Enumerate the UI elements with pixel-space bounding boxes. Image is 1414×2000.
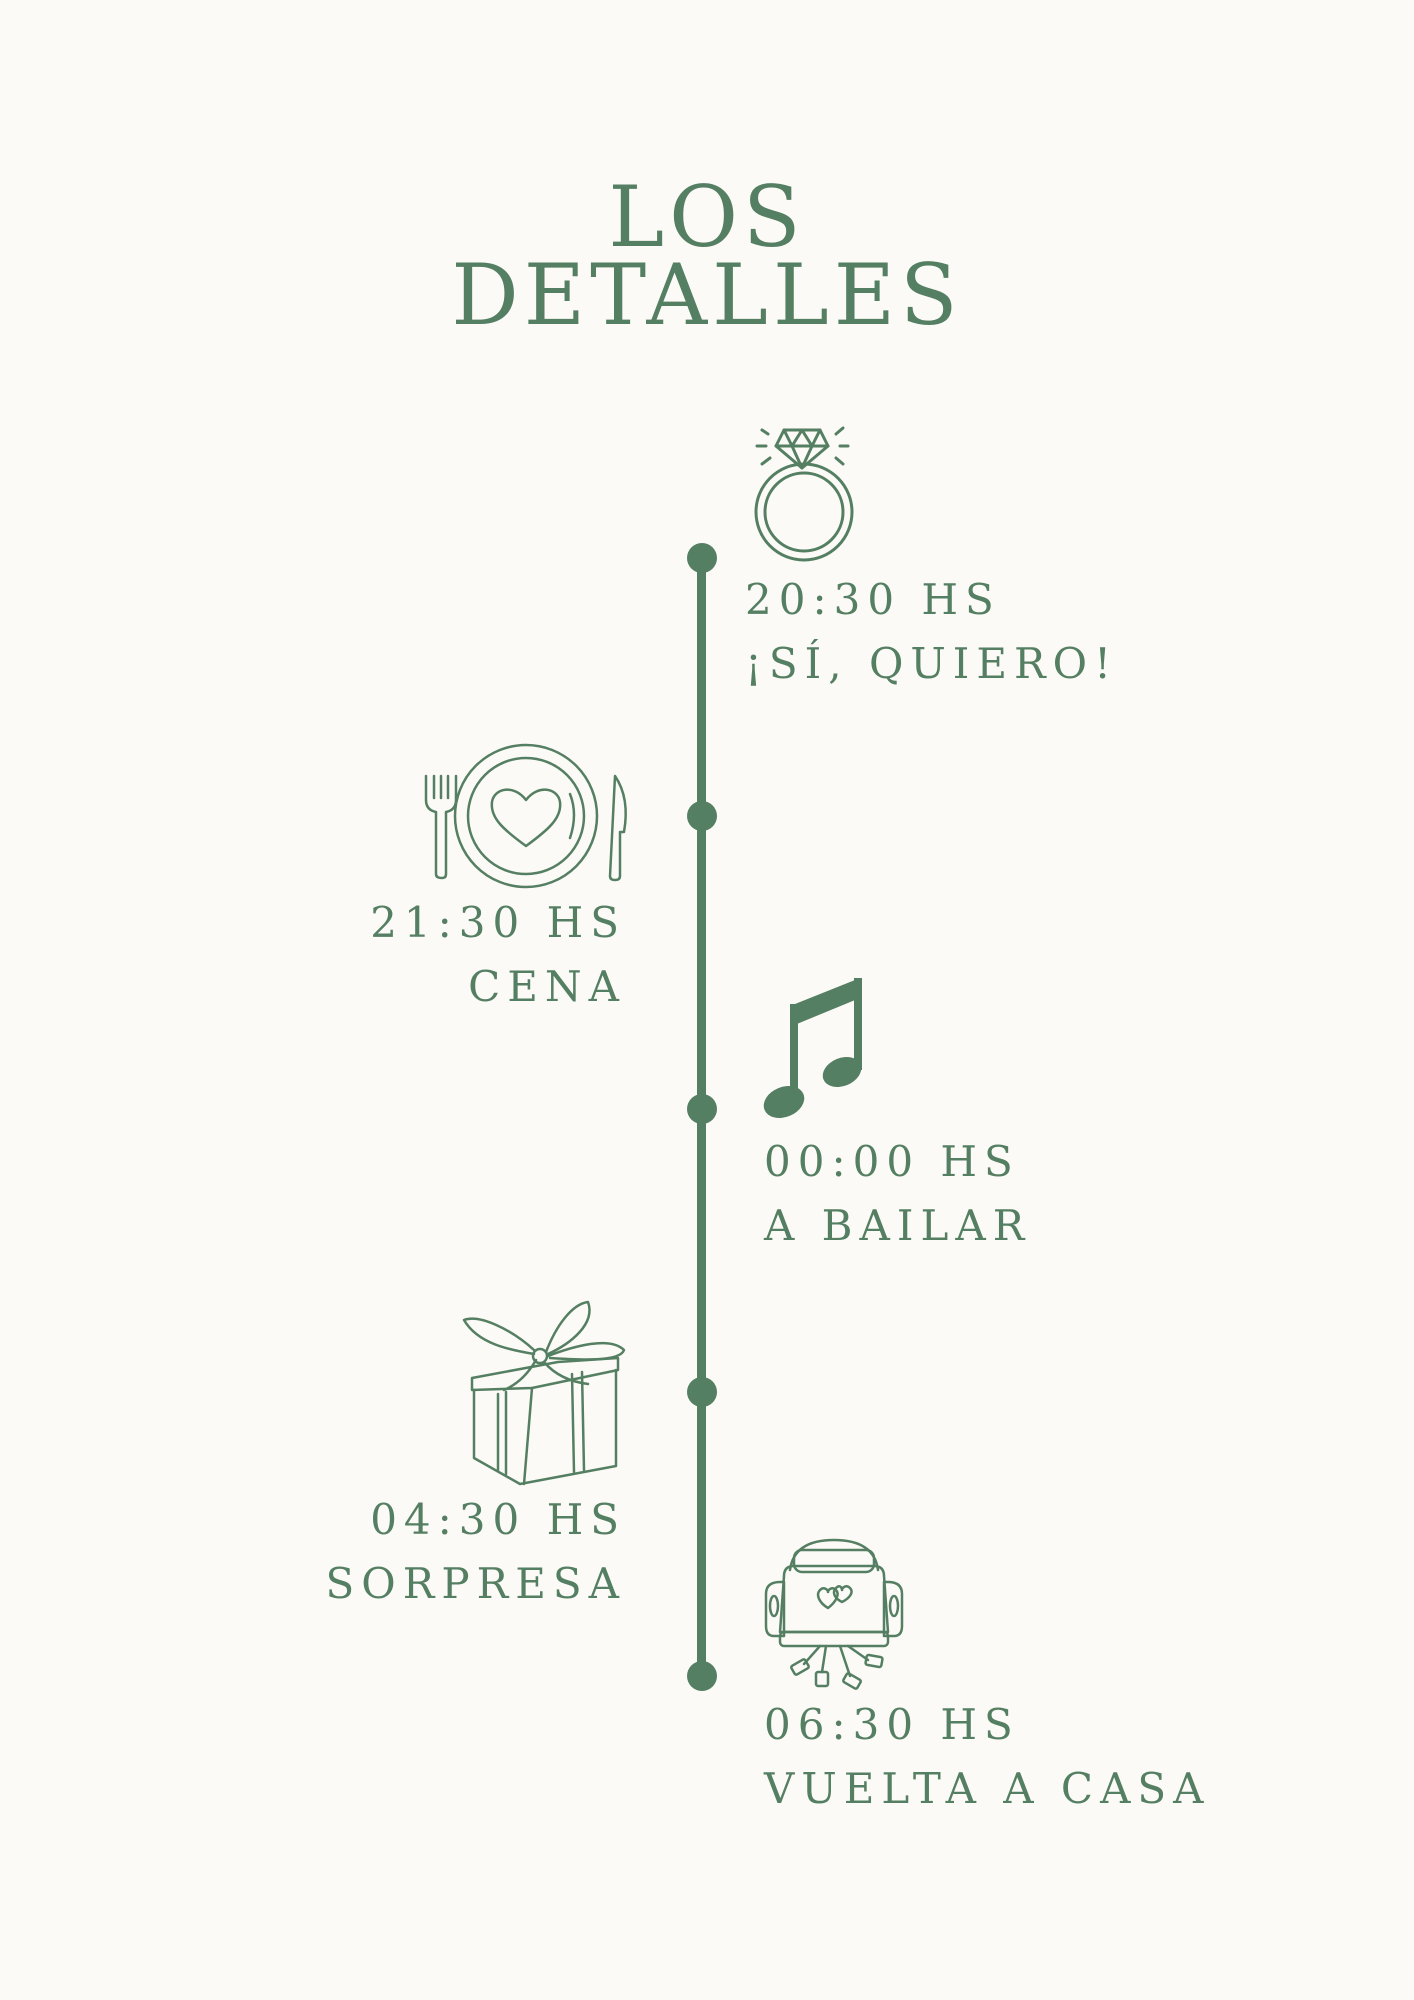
music-note-icon: [763, 976, 874, 1124]
timeline-dot: [687, 801, 717, 831]
timeline-dot: [687, 543, 717, 573]
event-time: 06:30 HS: [764, 1700, 1020, 1749]
plate-cutlery-icon: [420, 742, 630, 890]
event-time: 20:30 HS: [745, 575, 1001, 624]
event-3: 00:00 HS A BAILAR: [764, 1130, 1031, 1258]
ring-icon: [748, 420, 860, 562]
timeline-dot: [687, 1377, 717, 1407]
timeline-dot: [687, 1094, 717, 1124]
wedding-car-icon: [764, 1536, 904, 1692]
event-1: 20:30 HS ¡SÍ, QUIERO!: [745, 568, 1118, 696]
event-4: 04:30 HS SORPRESA: [326, 1488, 626, 1616]
event-label: SORPRESA: [325, 1559, 626, 1608]
event-label: VUELTA A CASA: [764, 1764, 1211, 1813]
title-line-1: LOS: [608, 168, 806, 266]
event-5: 06:30 HS VUELTA A CASA: [764, 1693, 1211, 1821]
title-line-2: DETALLES: [451, 246, 963, 344]
event-label: ¡SÍ, QUIERO!: [745, 639, 1118, 688]
timeline-dot: [687, 1661, 717, 1691]
event-time: 04:30 HS: [370, 1495, 626, 1544]
event-time: 21:30 HS: [370, 898, 626, 947]
event-label: CENA: [468, 962, 626, 1011]
event-time: 00:00 HS: [764, 1137, 1020, 1186]
event-2: 21:30 HS CENA: [370, 891, 626, 1019]
page-title: LOS DETALLES: [0, 168, 1414, 344]
gift-icon: [460, 1298, 630, 1488]
event-label: A BAILAR: [764, 1201, 1032, 1250]
